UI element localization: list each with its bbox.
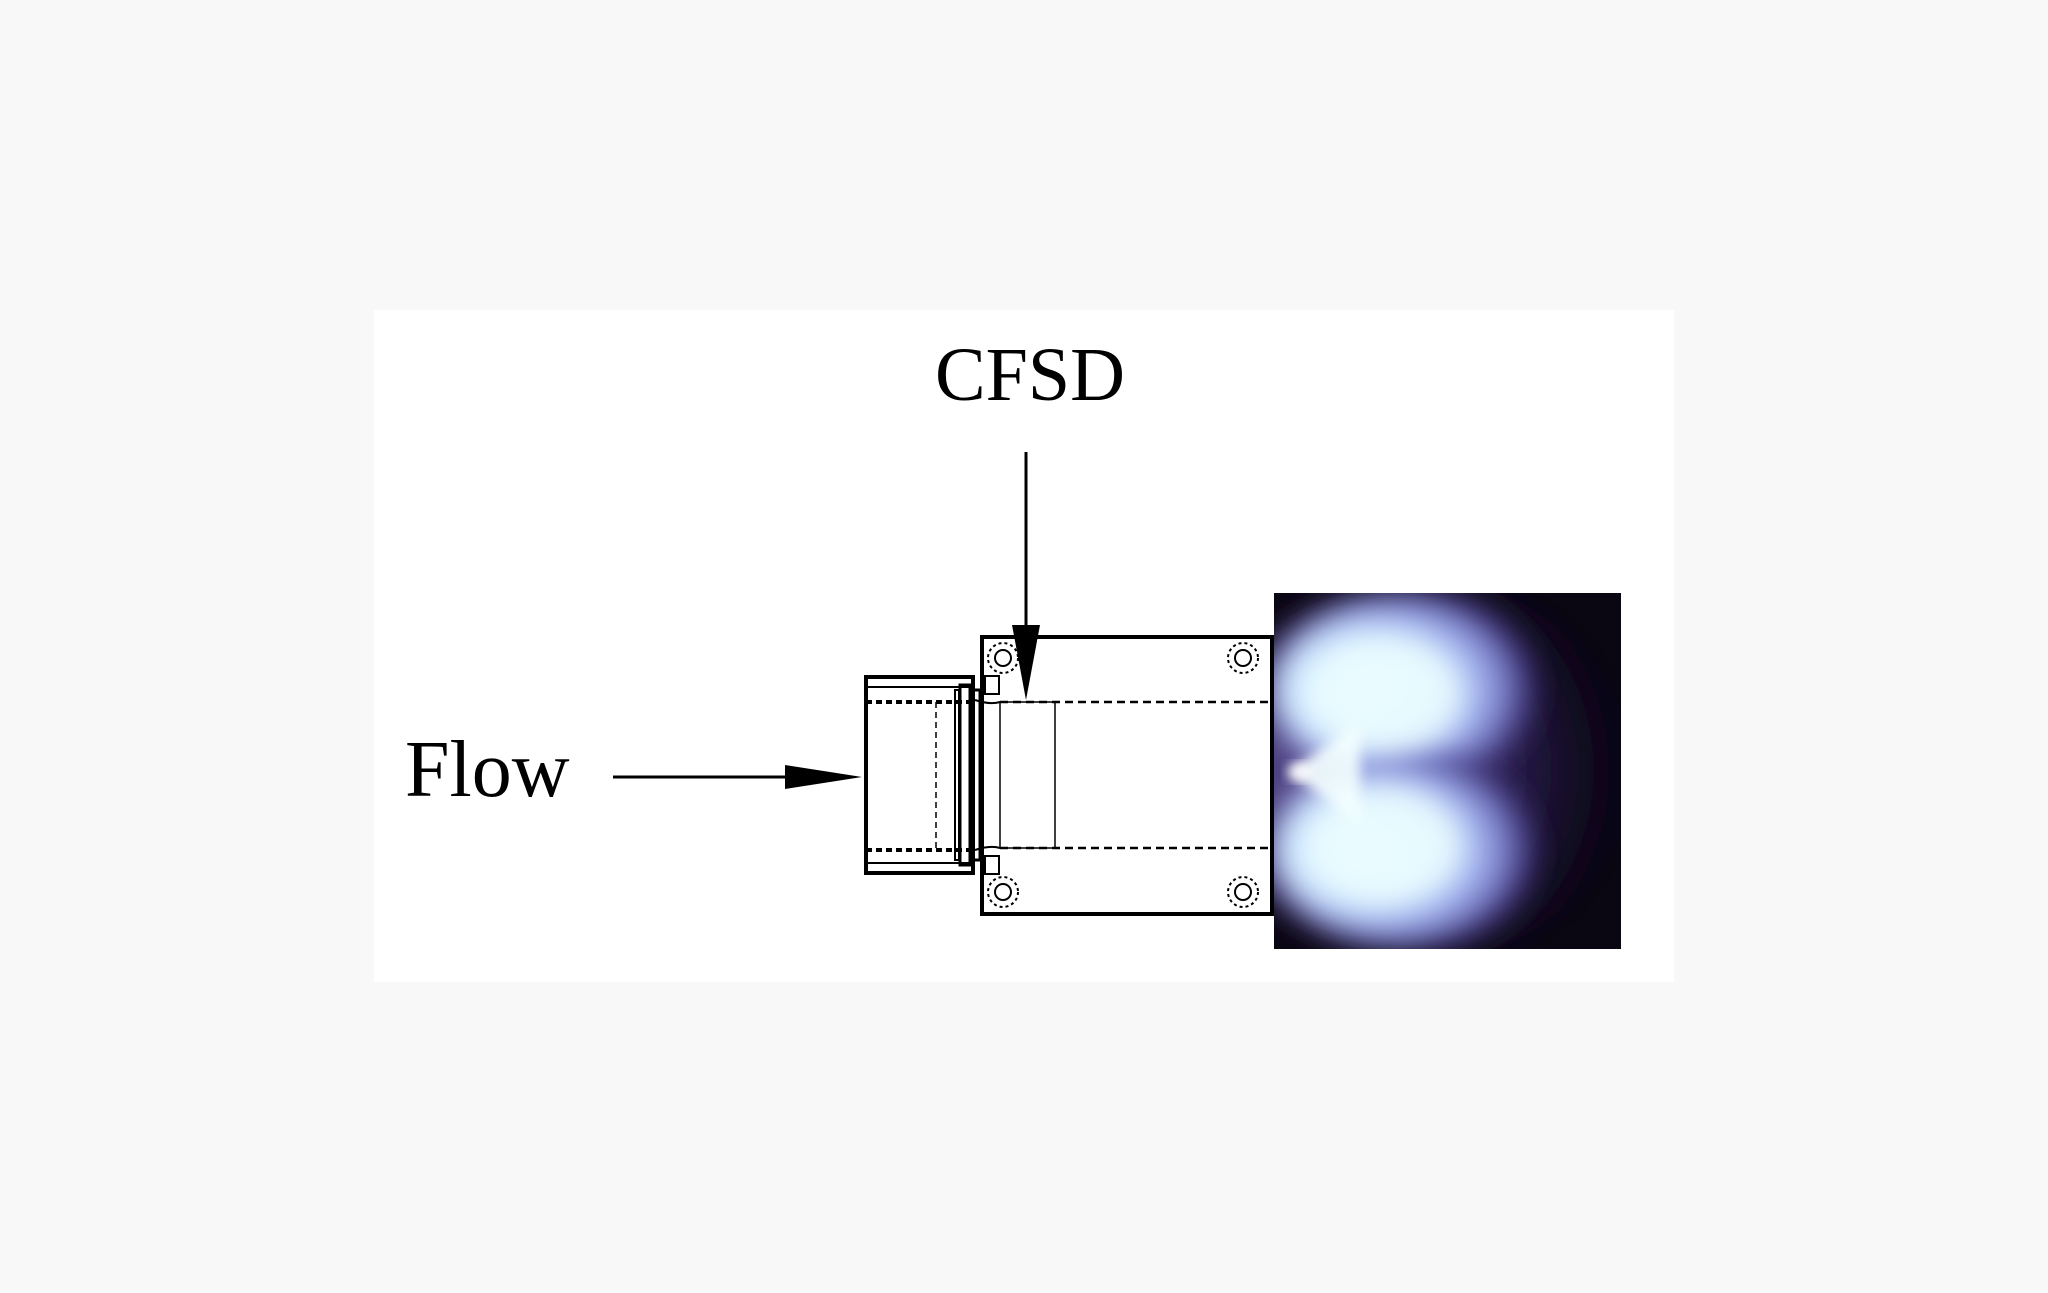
bolt-hole-bottom-left xyxy=(987,876,1019,908)
bolt-hole-bottom-right xyxy=(1227,876,1259,908)
flow-arrow xyxy=(613,765,862,789)
bolt-hole-top-left xyxy=(987,642,1019,674)
burner-body xyxy=(974,635,1274,916)
flow-label: Flow xyxy=(405,726,570,814)
bolt-hole-top-right xyxy=(1227,642,1259,674)
inlet-fitting xyxy=(864,675,982,875)
cfsd-arrow xyxy=(1012,452,1040,700)
cfsd-label: CFSD xyxy=(935,333,1125,417)
flame-image xyxy=(1274,593,1621,949)
